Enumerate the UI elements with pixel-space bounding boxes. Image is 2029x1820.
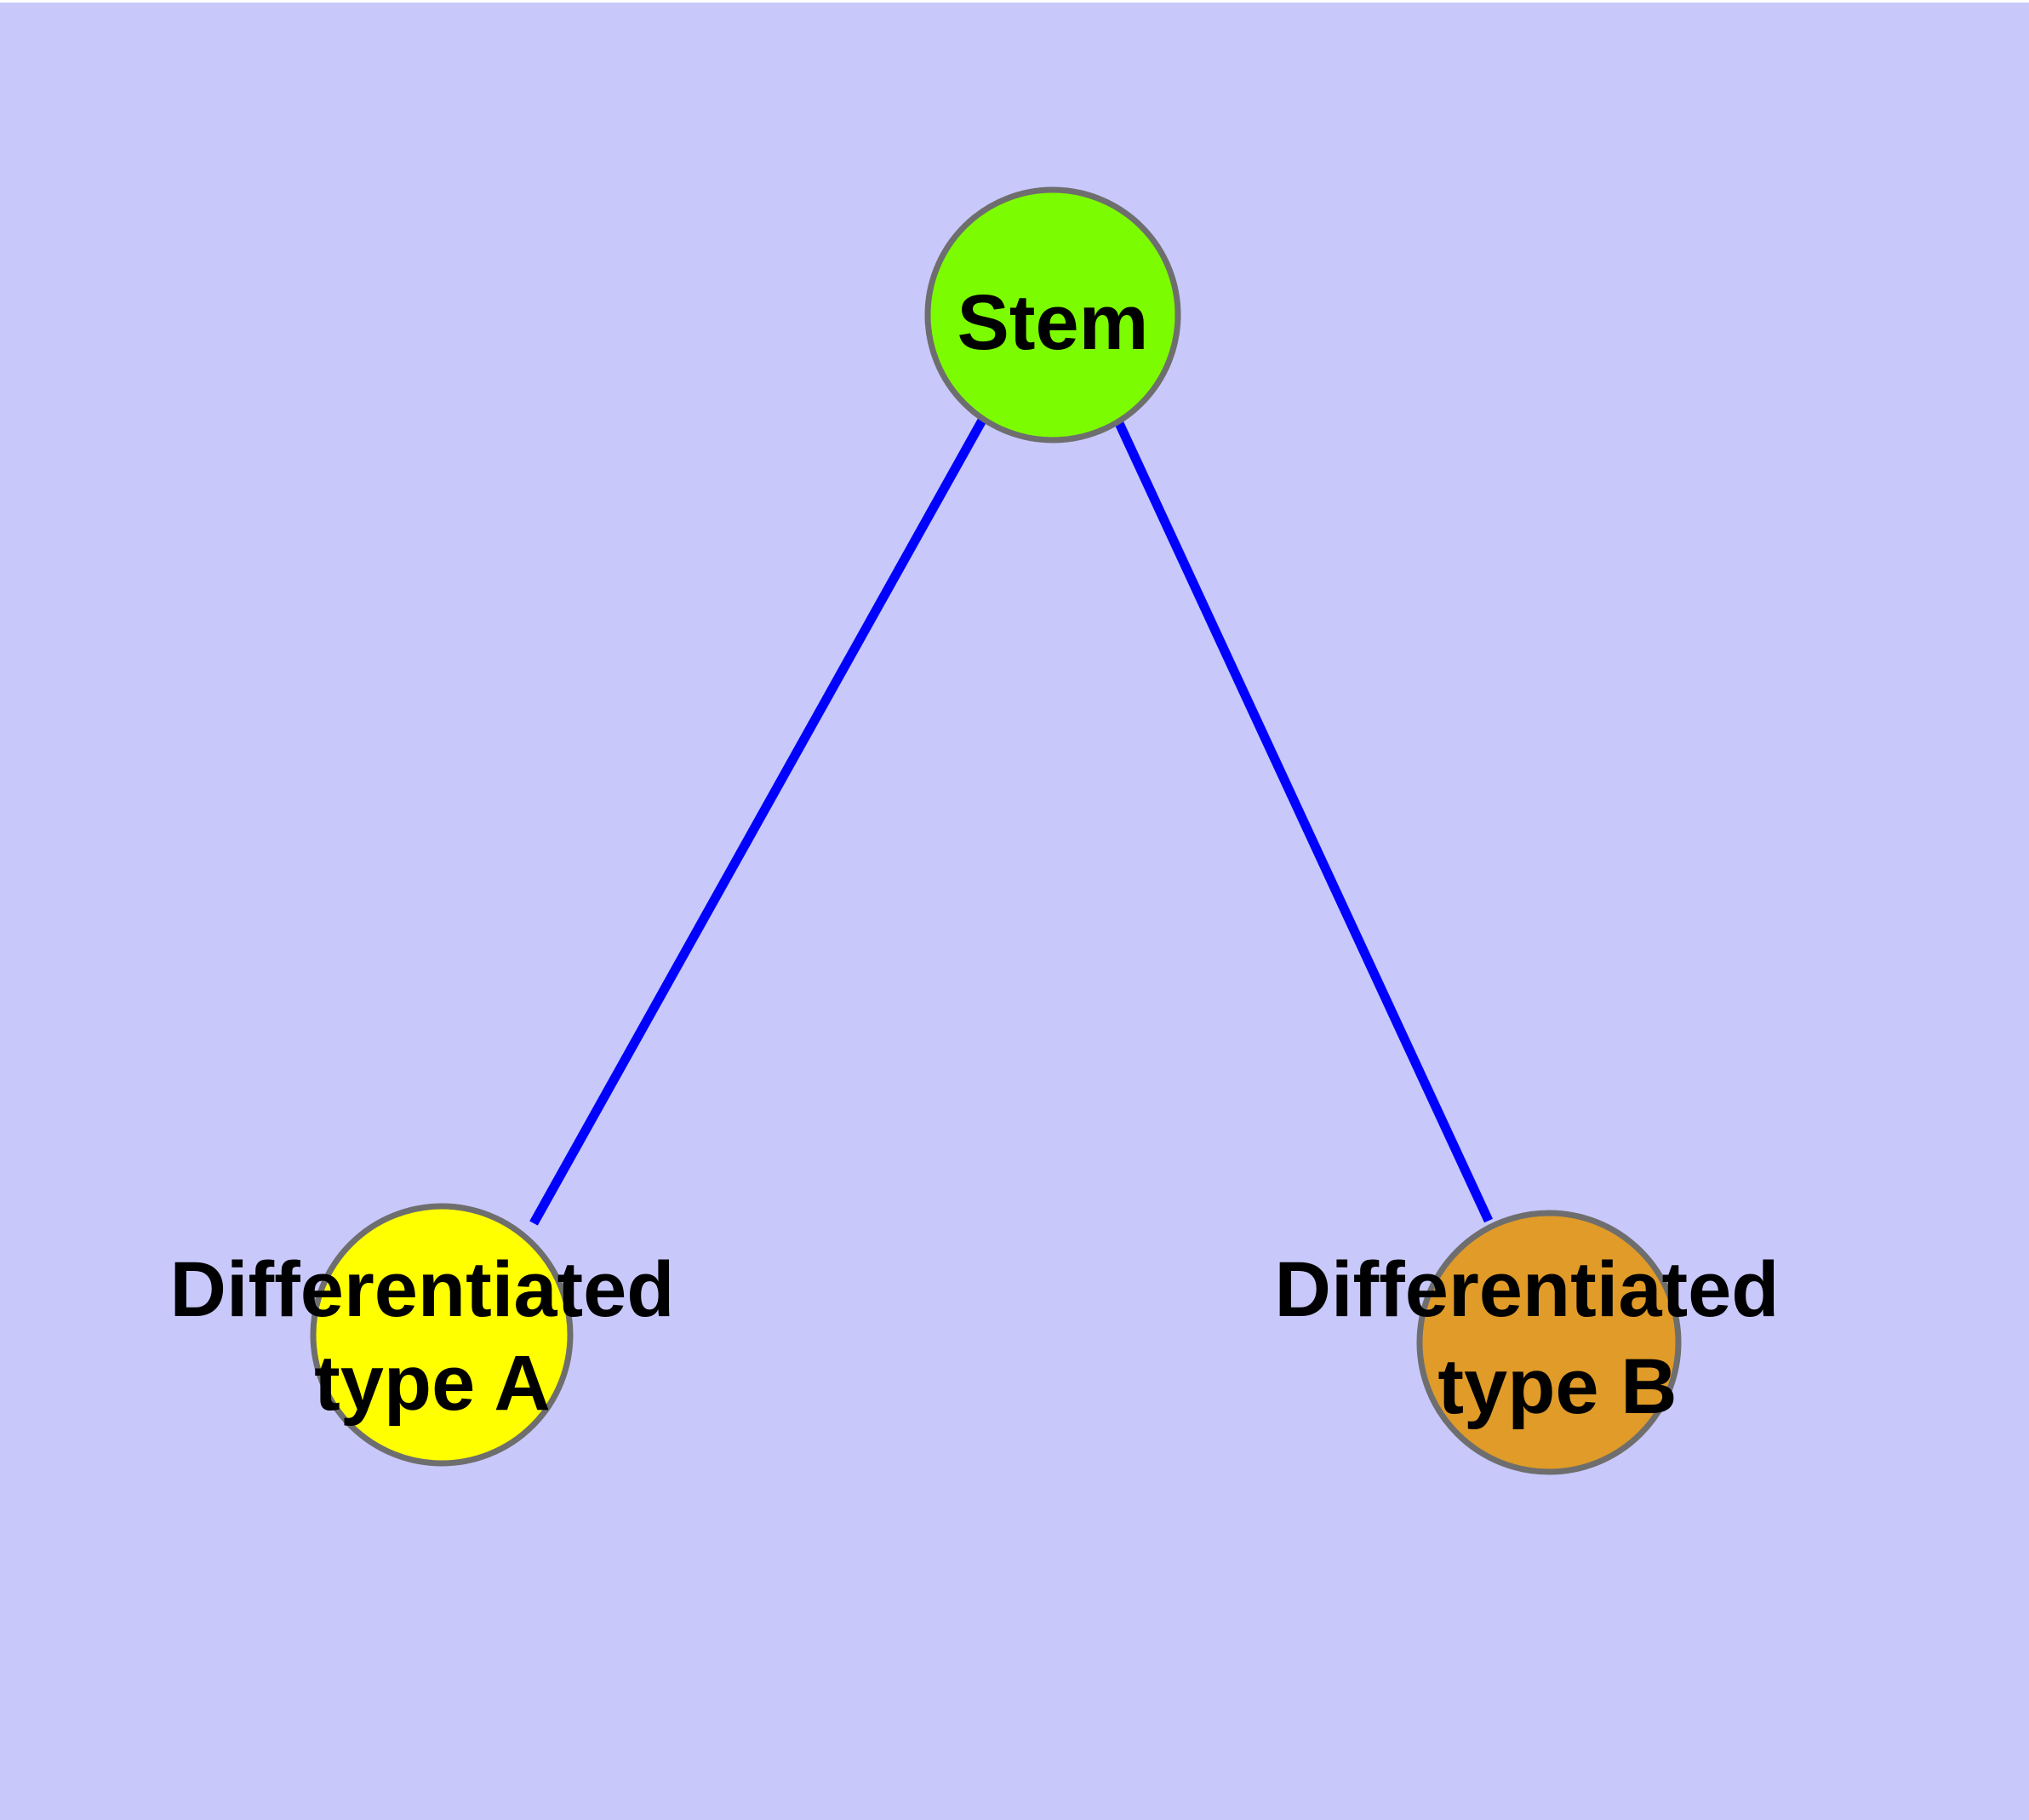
node-stem-label: Stem <box>957 279 1149 366</box>
node-differentiated-type-a-label-line2: type A <box>314 1340 551 1427</box>
node-differentiated-type-b-label-line1: Differentiated <box>1275 1246 1780 1333</box>
node-differentiated-type-b-circle[interactable] <box>1416 1210 1682 1475</box>
node-differentiated-type-a-label-line1: Differentiated <box>170 1246 675 1333</box>
top-white-strip <box>0 0 2029 3</box>
node-differentiated-type-a-circle[interactable] <box>310 1203 574 1467</box>
edge-stem-to-differentiated-type-b[interactable] <box>1114 419 1493 1223</box>
node-differentiated-type-b-label-line2: type B <box>1437 1343 1677 1430</box>
edge-stem-to-differentiated-type-a[interactable] <box>529 416 987 1226</box>
node-stem-circle[interactable] <box>924 186 1181 444</box>
